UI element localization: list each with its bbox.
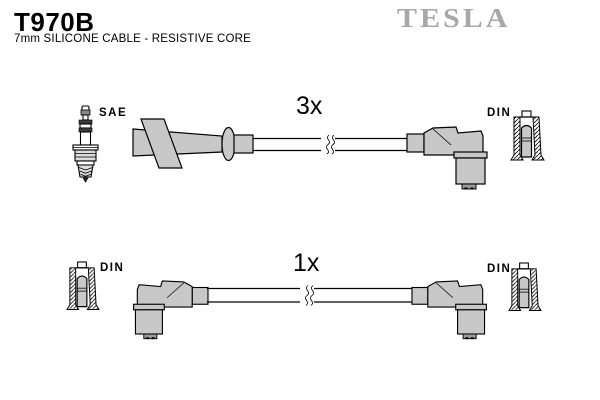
elbow-boot-bottom-left: [133, 280, 209, 340]
cable-break-icon: [326, 134, 335, 155]
elbow-boot-top-right: [406, 126, 488, 191]
cable-bottom: [207, 285, 413, 306]
sae-terminal-label: SAE: [99, 107, 128, 119]
din-terminal-icon-bottom-right: [508, 262, 542, 312]
cable-top: [253, 134, 407, 155]
elbow-boot-bottom-right: [411, 280, 487, 340]
din-terminal-icon-top-right: [510, 110, 545, 161]
spark-plug-icon: [72, 105, 99, 183]
top-cable-quantity: 3x: [296, 92, 323, 120]
cable-break-icon: [305, 285, 314, 306]
din-terminal-icon-bottom-left: [66, 261, 100, 311]
din-terminal-label-bottom-left: DIN: [100, 262, 125, 274]
straight-boot: [132, 118, 254, 169]
din-terminal-label-bottom-right: DIN: [487, 263, 512, 275]
tesla-logo: TESLA: [397, 3, 511, 34]
product-subtitle: 7mm SILICONE CABLE - RESISTIVE CORE: [14, 33, 252, 45]
part-number: T970B: [14, 7, 95, 37]
bottom-cable-quantity: 1x: [293, 249, 320, 277]
din-terminal-label-top-right: DIN: [487, 107, 512, 119]
